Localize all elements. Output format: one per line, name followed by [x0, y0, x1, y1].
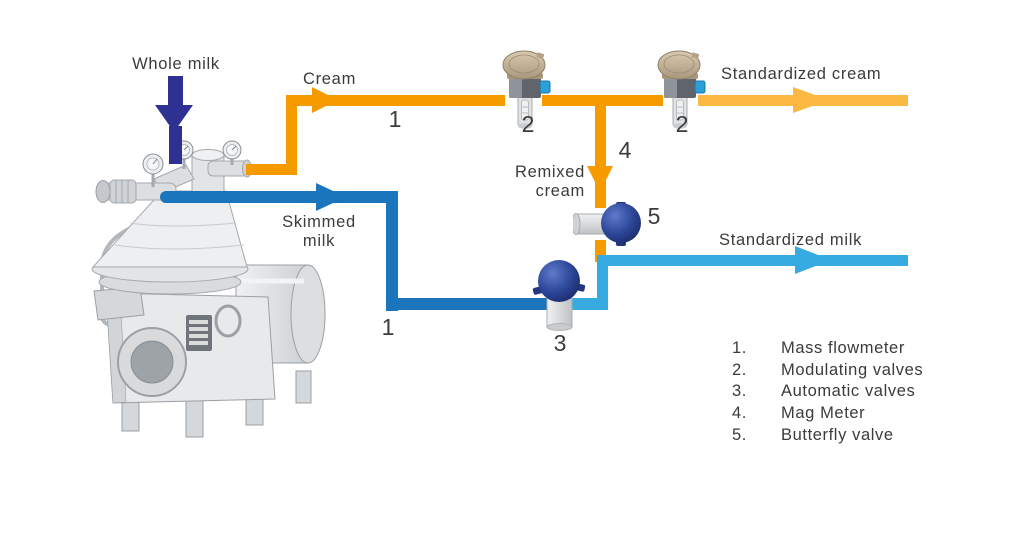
cream-pipe-main-a	[286, 95, 505, 106]
legend-item-mag-meter: 4. Mag Meter	[732, 403, 923, 425]
legend-label: Mag Meter	[781, 404, 866, 423]
whole-milk-arrow-stem	[168, 76, 183, 107]
cream-pipe-elbow	[286, 95, 297, 175]
cream-pipe-outlet	[246, 164, 297, 175]
modulating-valve-left-icon	[502, 50, 551, 129]
automatic-valve-icon	[532, 260, 586, 331]
whole-milk-arrow-inlet	[169, 126, 182, 164]
remixed-cream-label: Remixed cream	[514, 163, 585, 200]
skimmed-milk-pipe-vertical	[386, 191, 398, 311]
modulating-valve-right-icon	[657, 50, 706, 129]
marker-modulating-valve-left: 2	[521, 111, 535, 137]
separator-machine-illustration	[91, 140, 326, 438]
standardized-cream-flow-arrow	[793, 87, 829, 113]
standardized-cream-label: Standardized cream	[721, 65, 882, 83]
whole-milk-label: Whole milk	[132, 55, 220, 73]
legend-number: 4.	[732, 404, 747, 423]
standardized-milk-pipe-main	[597, 255, 908, 266]
legend-label: Mass flowmeter	[781, 339, 905, 357]
marker-automatic-valve: 3	[553, 330, 567, 356]
cream-label: Cream	[303, 70, 357, 88]
legend-number: 2.	[732, 360, 747, 379]
remixed-cream-flow-arrow	[587, 166, 613, 192]
butterfly-valve-icon	[573, 202, 641, 246]
remixed-cream-pipe-lower	[595, 240, 606, 262]
legend-number: 3.	[732, 382, 747, 401]
legend-number: 1.	[732, 339, 747, 357]
cream-flow-arrow	[312, 87, 338, 113]
legend-item-mass-flowmeter: 1. Mass flowmeter	[732, 338, 923, 360]
marker-mag-meter: 4	[618, 137, 632, 163]
legend-item-automatic-valves: 3. Automatic valves	[732, 381, 923, 403]
standardized-milk-label: Standardized milk	[719, 231, 863, 249]
skimmed-milk-label: Skimmed milk	[282, 213, 356, 250]
standardized-milk-pipe-vertical	[597, 256, 608, 310]
marker-modulating-valve-right: 2	[675, 111, 689, 137]
legend-label: Butterfly valve	[781, 425, 894, 444]
legend-item-butterfly-valve: 5. Butterfly valve	[732, 425, 923, 447]
legend: 1. Mass flowmeter 2. Modulating valves 3…	[732, 338, 923, 447]
remixed-cream-pipe-upper	[595, 100, 606, 208]
skimmed-milk-pipe-top	[160, 191, 398, 203]
standardized-milk-flow-arrow	[795, 246, 831, 274]
legend-number: 5.	[732, 425, 747, 444]
legend-label: Automatic valves	[781, 382, 916, 401]
marker-cream-flowmeter: 1	[388, 106, 402, 132]
marker-skim-flowmeter: 1	[381, 314, 395, 340]
skimmed-milk-pipe-bottom	[386, 298, 552, 310]
legend-label: Modulating valves	[781, 360, 924, 379]
marker-butterfly-valve: 5	[647, 203, 661, 229]
legend-item-modulating-valves: 2. Modulating valves	[732, 360, 923, 382]
skimmed-milk-flow-arrow	[316, 183, 346, 211]
